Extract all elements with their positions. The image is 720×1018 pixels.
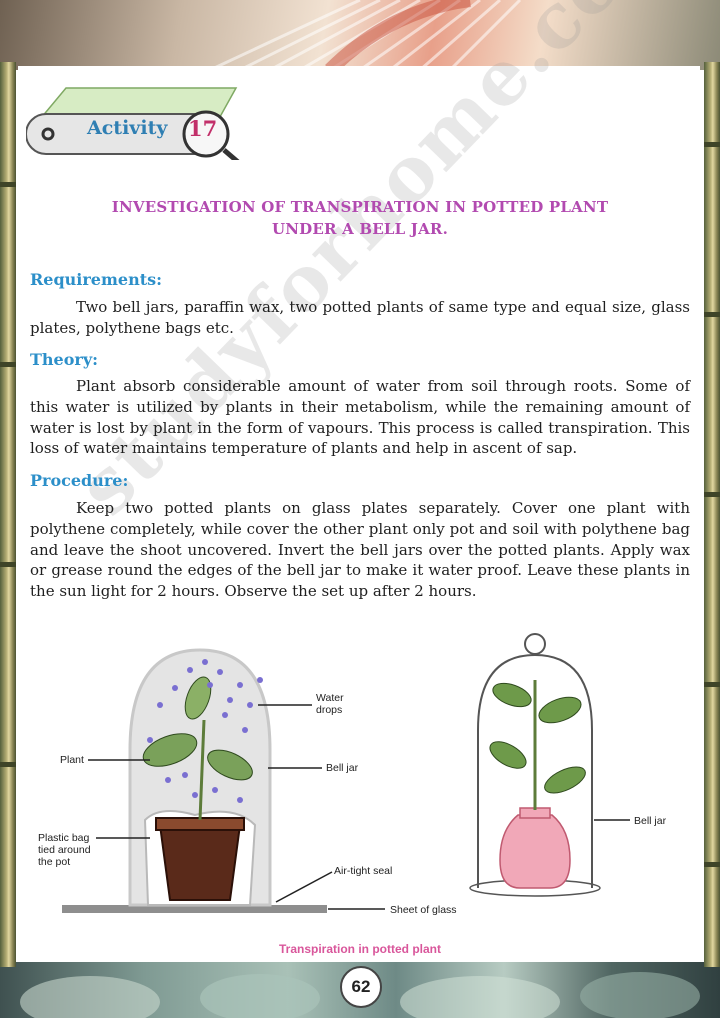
right-bamboo-rail xyxy=(704,62,720,967)
label-air-tight-seal: Air-tight seal xyxy=(334,865,393,877)
label-plant: Plant xyxy=(60,754,84,766)
theory-heading: Theory: xyxy=(30,350,99,369)
top-decorative-banner xyxy=(0,0,720,70)
label-sheet-of-glass: Sheet of glass xyxy=(390,904,457,916)
page-number: 62 xyxy=(340,966,382,1008)
bottom-decorative-banner xyxy=(0,962,720,1018)
figure-caption: Transpiration in potted plant xyxy=(279,942,441,956)
activity-badge: Activity 17 xyxy=(26,87,240,160)
left-bamboo-rail xyxy=(0,62,16,967)
title-line-1: INVESTIGATION OF TRANSPIRATION IN POTTED… xyxy=(111,198,609,216)
requirements-text: Two bell jars, paraffin wax, two potted … xyxy=(30,298,690,337)
requirements-heading: Requirements: xyxy=(30,270,163,289)
left-bell-jar-setup xyxy=(62,648,385,913)
label-bell-jar-right: Bell jar xyxy=(634,815,667,827)
activity-number: 17 xyxy=(188,116,218,141)
theory-text: Plant absorb considerable amount of wate… xyxy=(30,377,690,458)
label-bell-jar-left: Bell jar xyxy=(326,762,359,774)
procedure-text: Keep two potted plants on glass plates s… xyxy=(30,499,690,601)
activity-label: Activity xyxy=(87,117,168,139)
transpiration-figure xyxy=(62,633,630,913)
procedure-heading: Procedure: xyxy=(30,471,129,490)
right-bell-jar-setup xyxy=(469,633,630,897)
title-line-2: UNDER A BELL JAR. xyxy=(271,220,449,238)
